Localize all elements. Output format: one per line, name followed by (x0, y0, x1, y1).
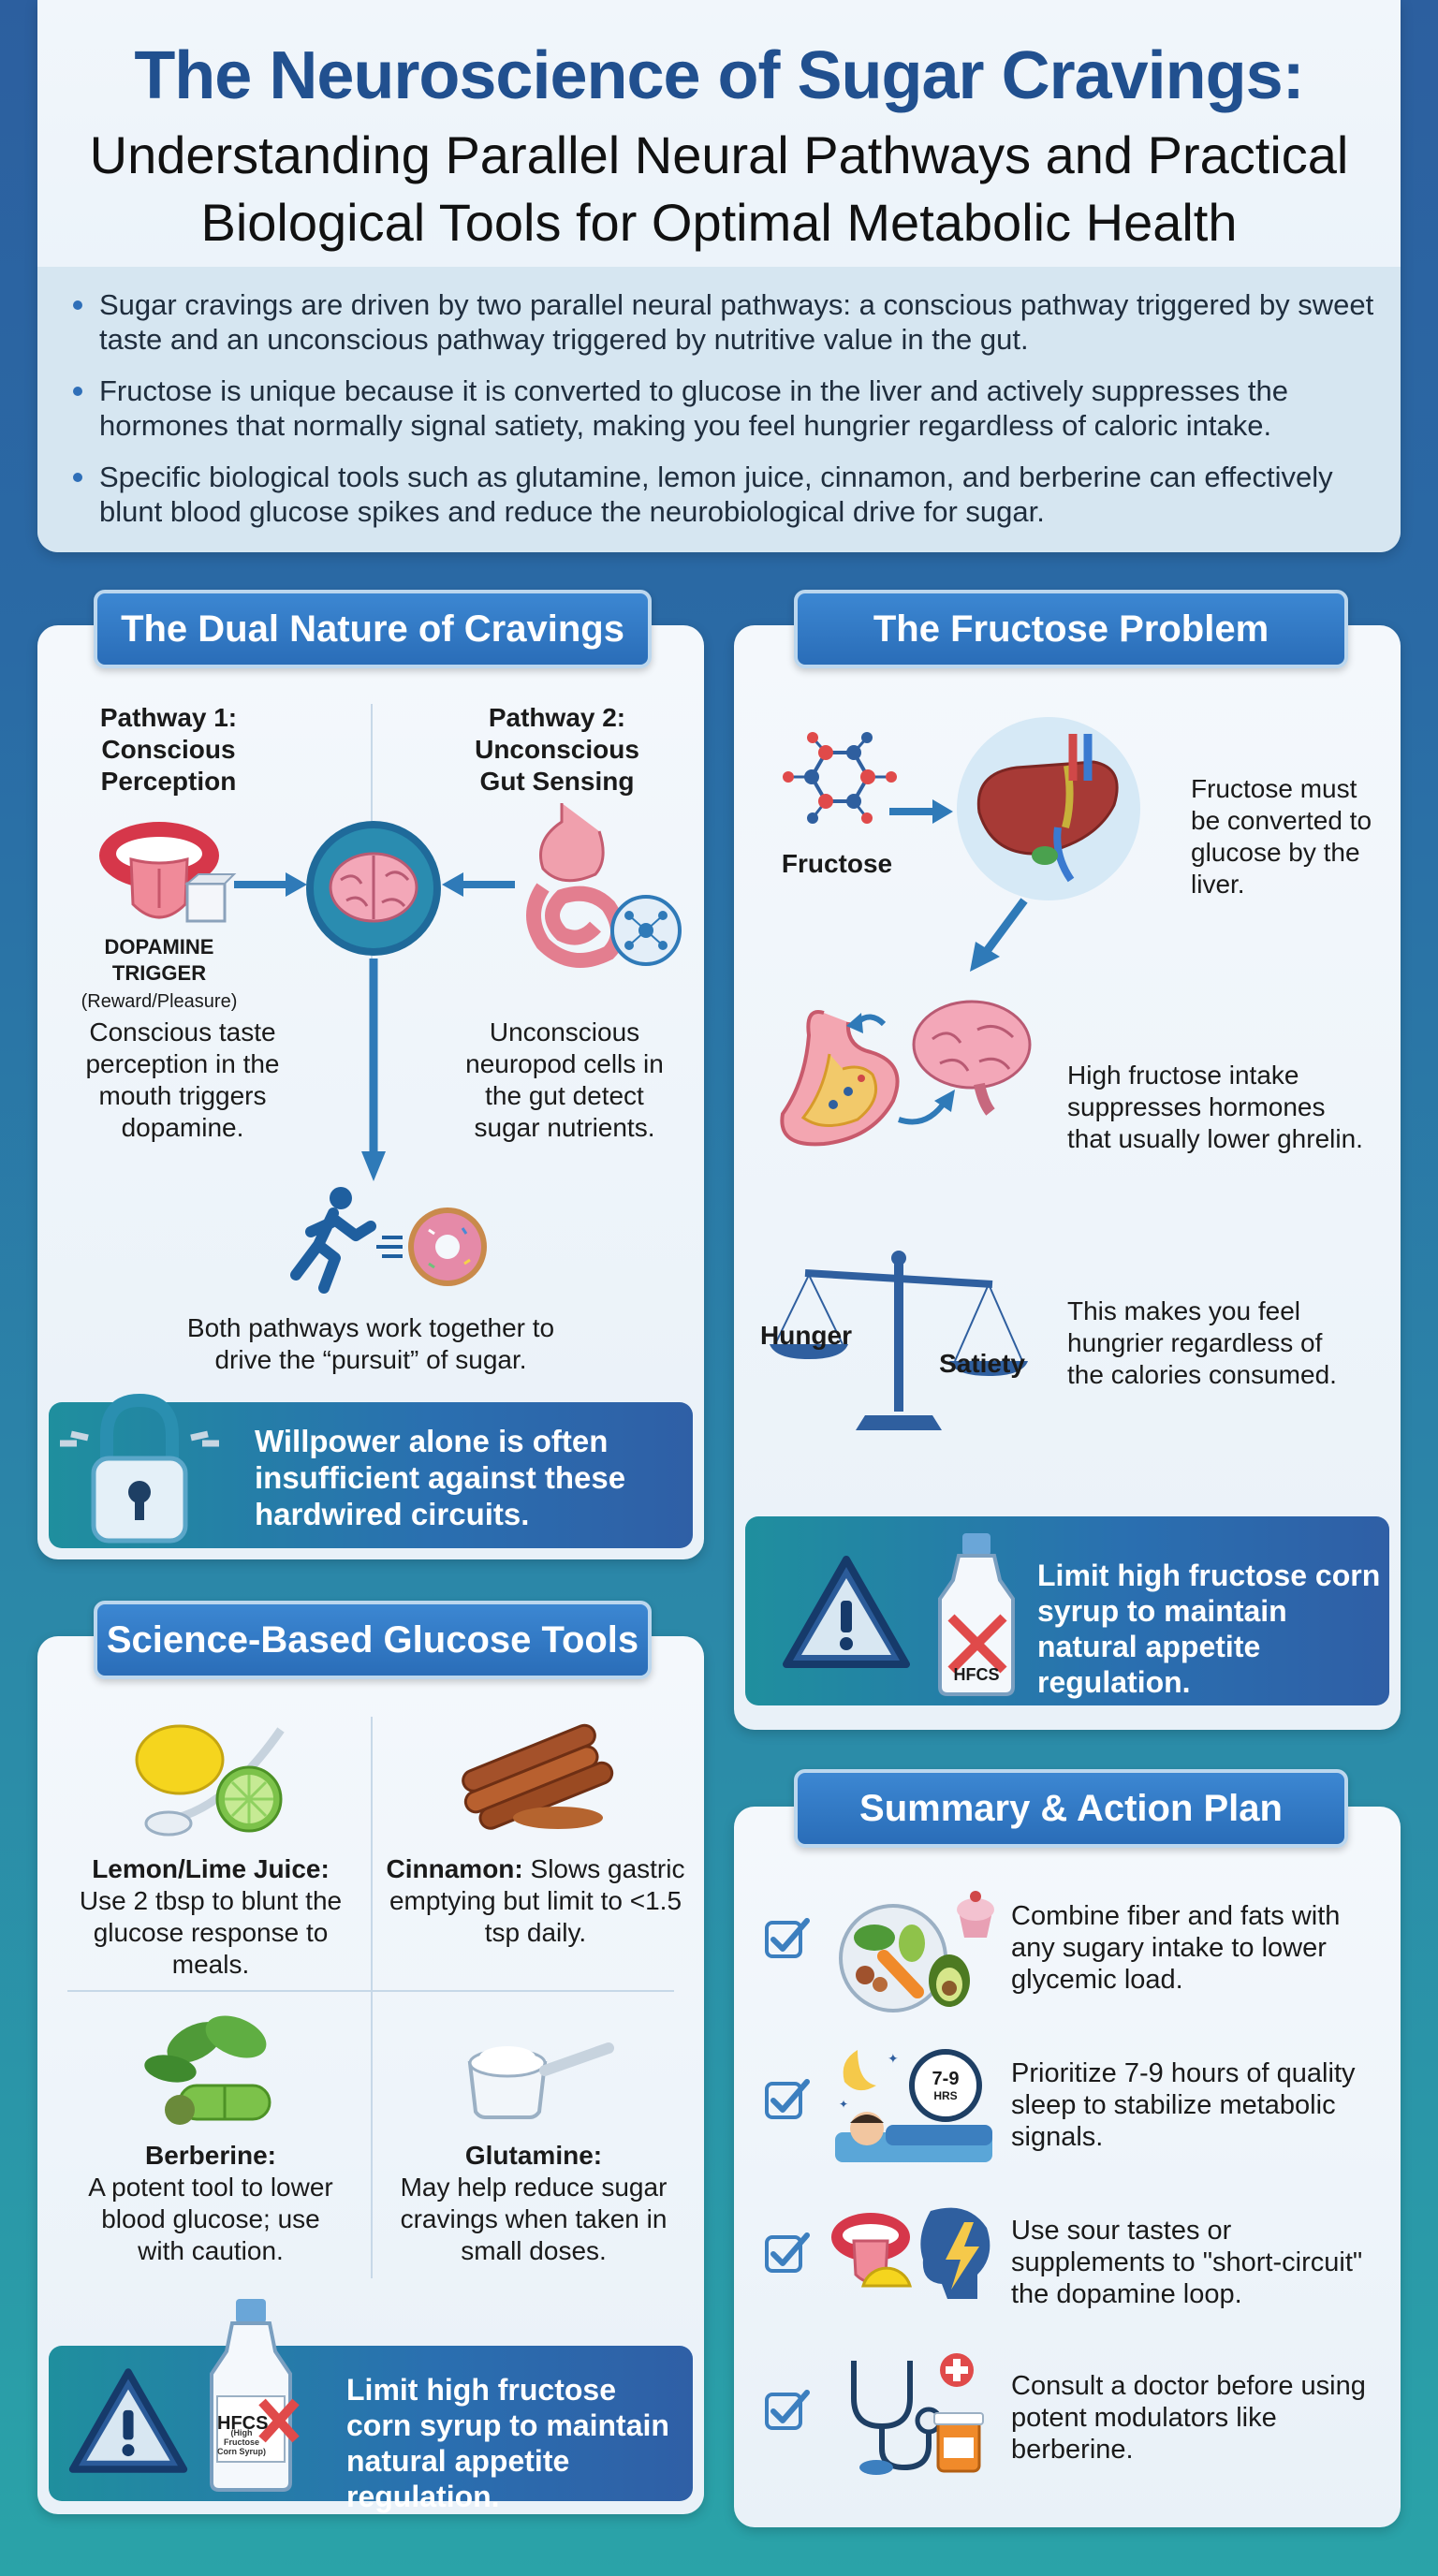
pathway-1-label: Pathway 1: Conscious Perception (99, 703, 238, 796)
fructose-molecule-icon (783, 732, 897, 824)
stethoscope-medicine-icon (851, 2353, 984, 2475)
tool-berberine-text: Berberine: A potent tool to lower blood … (75, 2140, 346, 2267)
pathway-2-label: Pathway 2: Unconscious Gut Sensing (475, 703, 639, 796)
hfcs-bottle-icon (938, 1533, 1015, 1696)
tool-lemon-desc: Use 2 tbsp to blunt the glucose response… (79, 1886, 343, 1979)
column-divider (371, 1717, 373, 2278)
tool-cinnamon-text: Cinnamon: Slows gastric emptying but lim… (386, 1853, 685, 1949)
checkbox-checked-icon (765, 2390, 810, 2430)
tool-glutamine-text: Glutamine: May help reduce sugar craving… (393, 2140, 674, 2267)
padlock-chain-icon (60, 1393, 219, 1544)
liver-conversion-text: Fructose must be converted to glucose by… (1191, 774, 1372, 899)
svg-text:✦: ✦ (839, 2098, 848, 2111)
willpower-text: Willpower alone is often insufficient ag… (255, 1424, 626, 1531)
checkbox-checked-icon (765, 2232, 810, 2273)
arrow-down-left-icon (970, 898, 1028, 972)
tool-berberine-desc: A potent tool to lower blood glucose; us… (88, 2173, 333, 2265)
subtitle-line-2: Biological Tools for Optimal Metabolic H… (200, 193, 1238, 252)
berberine-plant-icon (144, 2015, 271, 2125)
arrow-right-icon (234, 872, 307, 897)
sour-taste-brain-icon (831, 2207, 990, 2299)
pathways-together-text: Both pathways work together to drive the… (186, 1313, 555, 1374)
subtitle-line-1: Understanding Parallel Neural Pathways a… (89, 125, 1349, 184)
tools-hfcs-banner: HFCS (High Fructose Corn Syrup) Limit hi… (49, 2299, 693, 2513)
hfcs-bottle-small-label: (High Fructose Corn Syrup) (216, 2428, 266, 2456)
tool-lemon-text: Lemon/Lime Juice: Use 2 tbsp to blunt th… (75, 1853, 346, 1981)
tool-glutamine-desc: May help reduce sugar cravings when take… (400, 2173, 668, 2265)
tool-glutamine-name: Glutamine: (464, 2141, 603, 2170)
dual-nature-panel: The Dual Nature of Cravings Pathway 1: C… (37, 590, 704, 1559)
hfcs-bottle-label: HFCS (217, 2413, 269, 2434)
balance-scale-icon (770, 1251, 1028, 1430)
pathway-2-description: Unconscious neuropod cells in the gut de… (465, 1017, 664, 1142)
tool-cinnamon-desc: Slows gastric emptying but limit to <1.5… (389, 1854, 685, 1947)
row-divider (67, 1990, 674, 1992)
fructose-hfcs-text: Limit high fructose corn syrup to mainta… (1037, 1559, 1381, 1699)
intro-bullet-list: Sugar cravings are driven by two paralle… (66, 287, 1376, 529)
arrow-down-icon (361, 959, 386, 1181)
clock-hours-label: 7-9 (932, 2069, 960, 2089)
tool-berberine-name: Berberine: (144, 2141, 277, 2170)
lemon-lime-icon (135, 1724, 285, 1837)
summary-title: Summary & Action Plan (794, 1769, 1348, 1848)
glutamine-scoop-icon (467, 2042, 614, 2119)
pathway-1-description: Conscious taste perception in the mouth … (85, 1017, 280, 1142)
hfcs-bottle-icon (210, 2299, 300, 2492)
summary-item-3-text: Use sour tastes or supplements to "short… (1011, 2216, 1363, 2309)
arrow-left-icon (442, 872, 515, 897)
fructose-molecule-label: Fructose (781, 849, 893, 878)
page-subtitle: Understanding Parallel Neural Pathways a… (37, 122, 1401, 256)
intro-bullet: Sugar cravings are driven by two paralle… (66, 287, 1376, 357)
page-title: The Neuroscience of Sugar Cravings: (134, 38, 1304, 113)
checkbox-checked-icon (765, 2079, 810, 2119)
fructose-hfcs-banner: HFCS Limit high fructose corn syrup to m… (745, 1516, 1389, 1705)
summary-item-2-text: Prioritize 7-9 hours of quality sleep to… (1011, 2058, 1356, 2152)
mouth-tongue-icon (99, 822, 237, 923)
cinnamon-icon (462, 1723, 614, 1830)
healthy-food-plate-icon (839, 1891, 994, 2012)
fructose-title: The Fructose Problem (794, 590, 1348, 668)
willpower-banner: Willpower alone is often insufficient ag… (49, 1393, 693, 1548)
svg-text:✦: ✦ (888, 2051, 899, 2066)
summary-item-1-text: Combine fiber and fats with any sugary i… (1011, 1901, 1341, 1995)
glucose-tools-title: Science-Based Glucose Tools (94, 1601, 652, 1679)
intro-bullet: Fructose is unique because it is convert… (66, 373, 1376, 443)
clock-hours-unit: HRS (933, 2089, 958, 2102)
warning-icon (783, 1556, 910, 1668)
dopamine-trigger-sublabel: (Reward/Pleasure) (81, 991, 238, 1012)
glucose-tools-panel: Science-Based Glucose Tools Lemon/Lime J… (37, 1601, 704, 2514)
hunger-effect-text: This makes you feel hungrier regardless … (1067, 1296, 1337, 1389)
hormone-suppression-text: High fructose intake suppresses hormones… (1067, 1061, 1363, 1153)
liver-icon (957, 717, 1140, 900)
intro-summary: Sugar cravings are driven by two paralle… (37, 267, 1401, 552)
gut-icon (526, 803, 682, 968)
fructose-panel: The Fructose Problem Fructose Fructose m… (734, 590, 1401, 1730)
sleep-clock-icon: ✦ ✦ (835, 2049, 992, 2162)
arrow-right-icon (889, 799, 953, 824)
scale-satiety-label: Satiety (939, 1349, 1025, 1378)
stomach-brain-icon (780, 1000, 1032, 1147)
summary-item-4-text: Consult a doctor before using potent mod… (1011, 2371, 1366, 2465)
checkbox-checked-icon (765, 1918, 810, 1958)
tools-hfcs-text: Limit high fructose corn syrup to mainta… (346, 2373, 669, 2513)
header-card: The Neuroscience of Sugar Cravings: Unde… (37, 0, 1401, 552)
runner-donut-icon (290, 1187, 487, 1294)
dual-nature-title: The Dual Nature of Cravings (94, 590, 652, 668)
tool-lemon-name: Lemon/Lime Juice: (92, 1854, 330, 1883)
summary-panel: Summary & Action Plan Combine fiber and … (734, 1769, 1401, 2527)
dopamine-trigger-label: DOPAMINE TRIGGER (104, 935, 214, 985)
hfcs-bottle-label: HFCS (953, 1665, 1000, 1684)
brain-icon (306, 821, 441, 956)
scale-hunger-label: Hunger (760, 1321, 852, 1350)
intro-bullet: Specific biological tools such as glutam… (66, 460, 1376, 529)
tool-cinnamon-name: Cinnamon: (386, 1854, 523, 1883)
warning-icon (68, 2368, 188, 2473)
